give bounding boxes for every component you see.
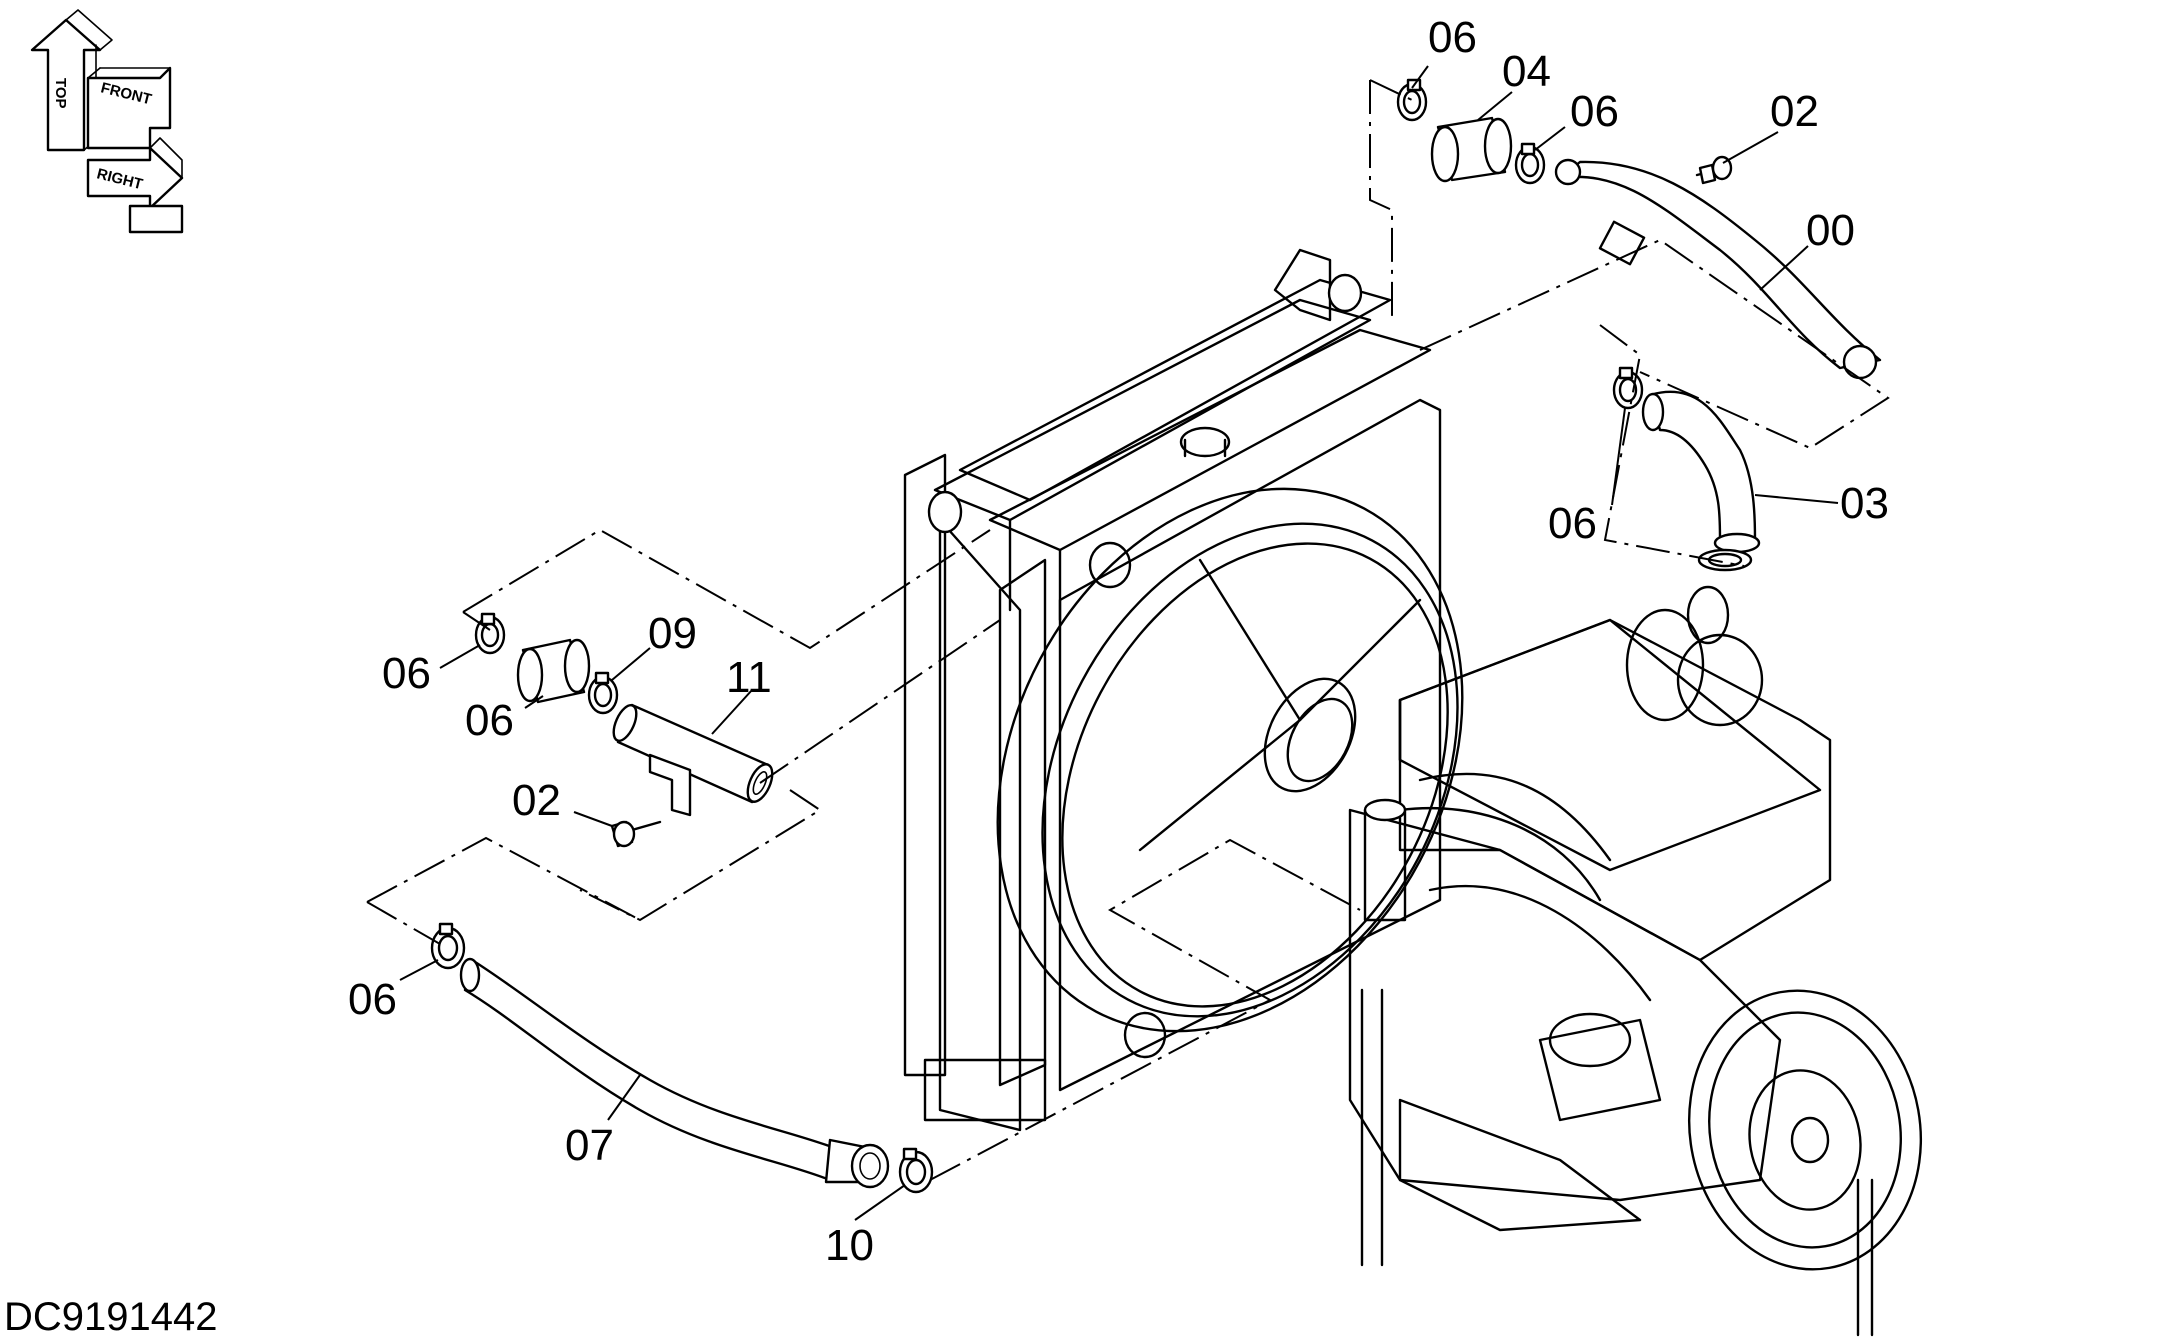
callout-labels: 06 04 06 02 00 06 03 06 06 09 11 02 06 0… — [348, 13, 1889, 1270]
callout-10: 10 — [825, 1221, 874, 1270]
callout-06-c: 06 — [1548, 499, 1597, 548]
document-id: DC9191442 — [4, 1295, 218, 1339]
callout-02-top: 02 — [1770, 87, 1819, 136]
orientation-label-top: TOP — [52, 78, 69, 109]
clamp-10 — [898, 1147, 934, 1194]
callout-03: 03 — [1840, 479, 1889, 528]
assembly-leader-lines — [366, 79, 1890, 1181]
callout-06-b: 06 — [1570, 87, 1619, 136]
callout-06-e: 09 — [648, 609, 697, 658]
callout-06-d: 06 — [382, 649, 431, 698]
hose-04 — [1430, 116, 1513, 183]
clamp-06-f — [587, 671, 619, 715]
bolt-02-bottom — [610, 820, 662, 848]
clamp-06-g — [430, 922, 466, 970]
hose-07 — [459, 957, 890, 1189]
engine-assembly — [1348, 585, 1923, 1337]
clamp-06-b — [1514, 142, 1546, 185]
callout-00: 00 — [1806, 206, 1855, 255]
clamp-06-e — [474, 612, 506, 655]
clamp-06-c — [1612, 366, 1644, 410]
pipe-11 — [612, 703, 774, 817]
hose-03 — [1641, 390, 1761, 554]
clamp-06-a — [1396, 78, 1428, 122]
hose-00 — [1554, 158, 1882, 380]
callout-06-f: 06 — [348, 975, 397, 1024]
orientation-icon: TOP FRONT RIGHT — [30, 9, 184, 234]
bolt-02-top — [1695, 155, 1733, 185]
callout-09: 06 — [465, 696, 514, 745]
hose-09 — [516, 638, 591, 704]
callout-11: 11 — [726, 653, 772, 702]
radiator-assembly — [903, 248, 1464, 1132]
callout-02-bottom: 02 — [512, 776, 561, 825]
callout-leaders — [399, 65, 1839, 1221]
callout-07: 07 — [565, 1121, 614, 1170]
callout-06-top: 06 — [1428, 13, 1477, 62]
callout-04: 04 — [1502, 47, 1551, 96]
